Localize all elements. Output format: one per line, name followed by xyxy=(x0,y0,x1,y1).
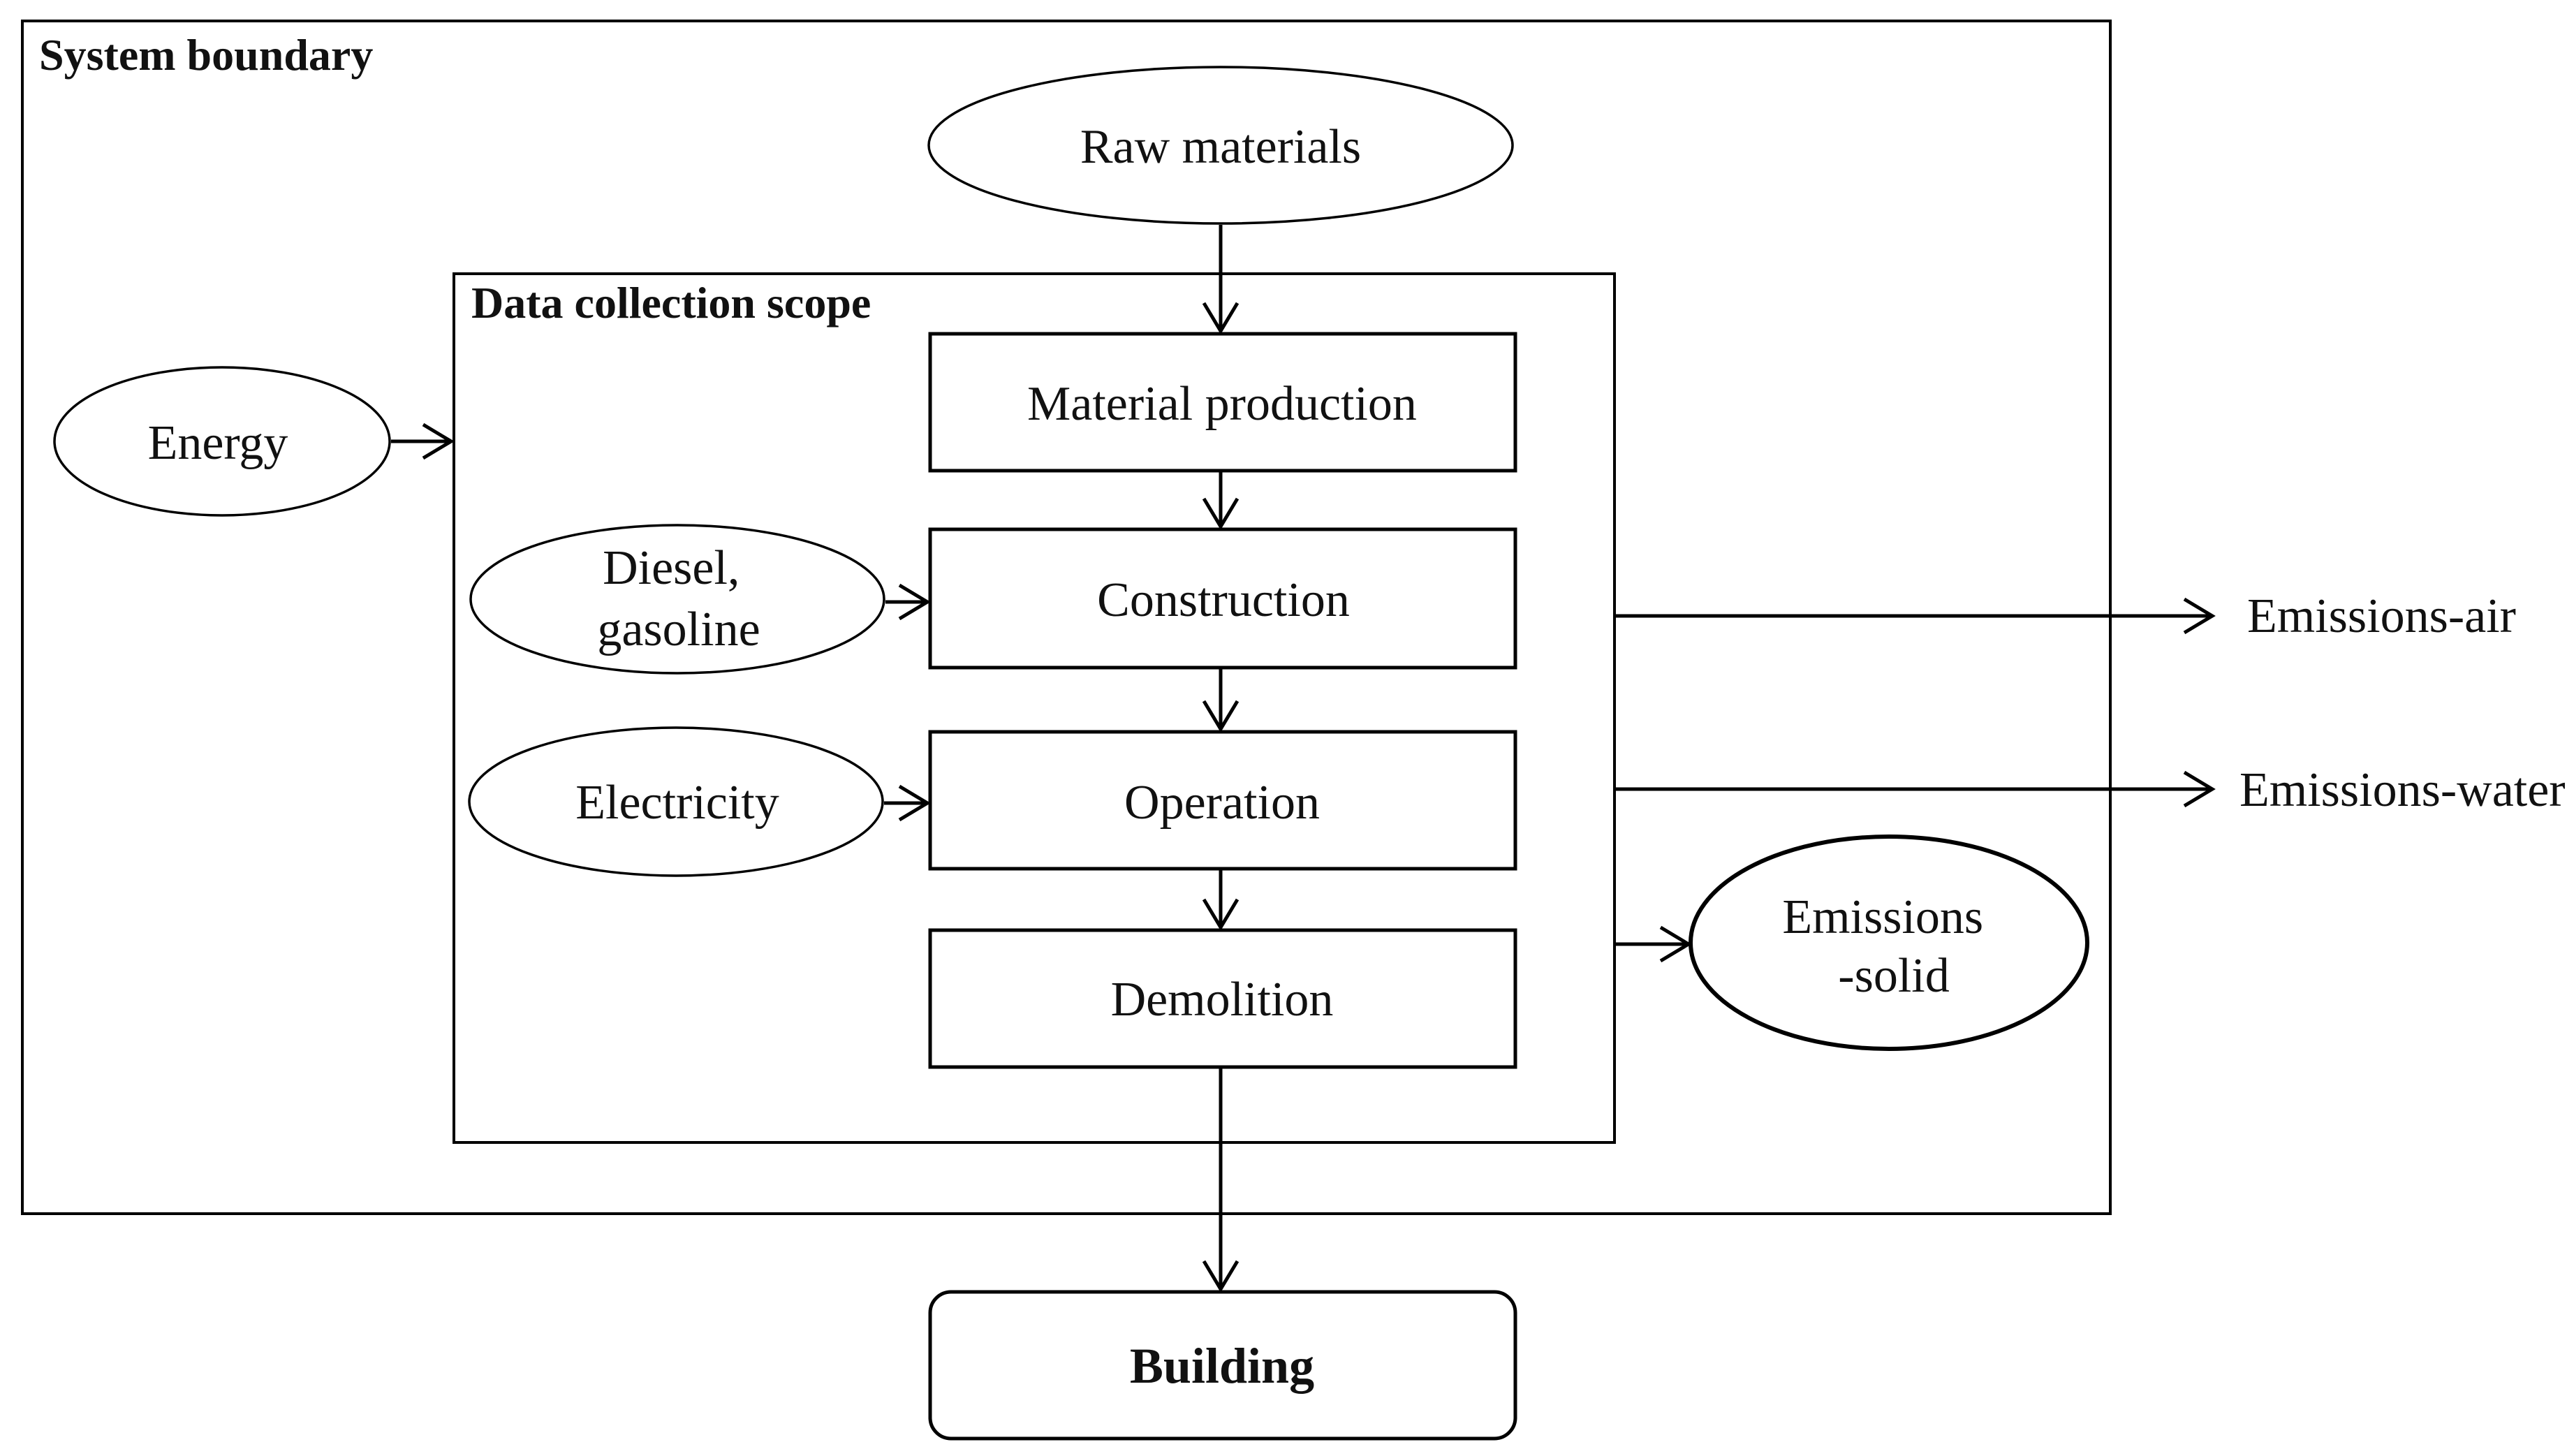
diesel-gasoline-label: Diesel, gasoline xyxy=(597,541,760,656)
electricity-label: Electricity xyxy=(575,776,779,830)
diesel-gasoline-ellipse xyxy=(469,524,885,675)
emissions-water-label: Emissions-water xyxy=(2239,763,2566,817)
operation-label: Operation xyxy=(1124,776,1320,830)
electricity-ellipse xyxy=(468,726,884,877)
diesel-label-line1: Diesel, xyxy=(603,541,740,595)
raw-materials-ellipse xyxy=(927,66,1514,225)
emissions-solid-line2: -solid xyxy=(1838,949,1949,1003)
data-collection-scope-title: Data collection scope xyxy=(471,278,871,328)
emissions-solid-label: Emissions -solid xyxy=(1782,890,1995,1003)
emissions-air-label: Emissions-air xyxy=(2247,589,2516,643)
building-label: Building xyxy=(1130,1338,1314,1394)
energy-label: Energy xyxy=(148,416,288,470)
system-boundary-title: System boundary xyxy=(39,30,373,80)
raw-materials-label: Raw materials xyxy=(1080,120,1361,174)
data-collection-scope-box xyxy=(453,272,1616,1144)
operation-box xyxy=(928,730,1517,871)
construction-label: Construction xyxy=(1097,573,1350,627)
emissions-solid-line1: Emissions xyxy=(1782,890,1983,944)
demolition-box xyxy=(928,928,1517,1069)
energy-ellipse xyxy=(53,366,391,517)
demolition-label: Demolition xyxy=(1111,973,1334,1027)
material-production-label: Material production xyxy=(1027,377,1417,431)
diesel-label-line2: gasoline xyxy=(597,603,760,656)
